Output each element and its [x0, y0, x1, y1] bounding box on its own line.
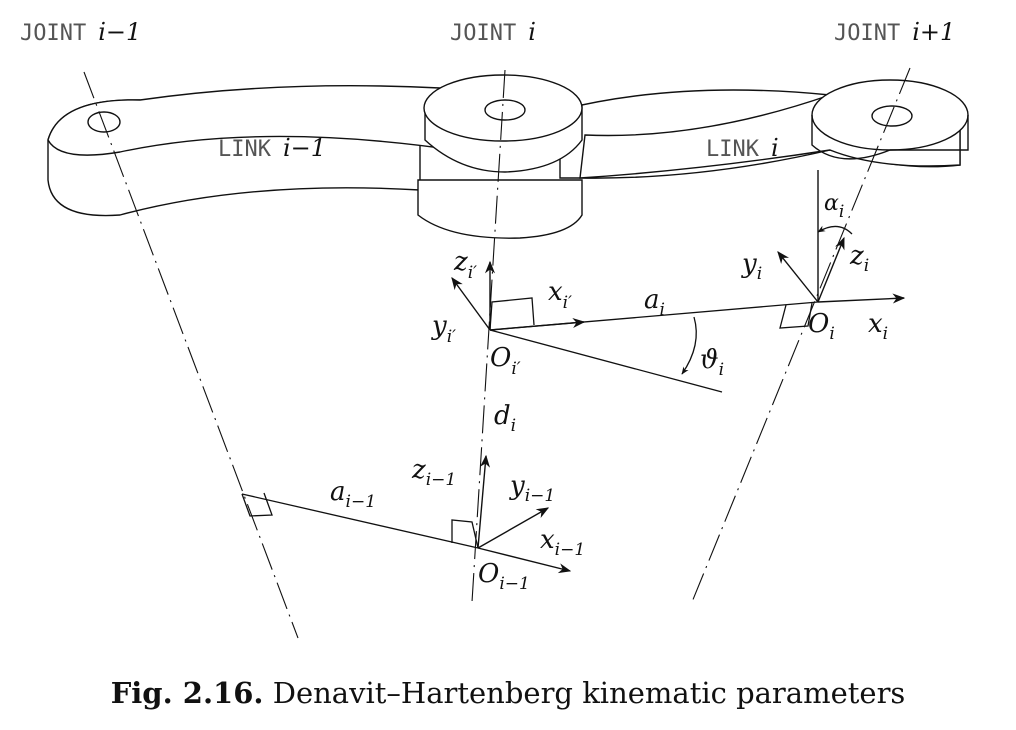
y-i-minus-1-label: yi−1 [509, 471, 555, 506]
o-i-prime-label: Oi′ [490, 343, 521, 379]
joint-i-minus-1-hole [88, 112, 120, 132]
link-i-minus-1-body [48, 86, 455, 216]
alpha-i-label: αi [824, 191, 844, 222]
joint-i-axis [472, 70, 505, 602]
a-i-label: ai [644, 285, 665, 320]
z-i-minus-1-axis [478, 454, 491, 548]
link-i-body [560, 80, 968, 178]
y-i-prime-axis [451, 276, 490, 330]
right-angle-o-i-prime [490, 298, 534, 330]
right-angle-o-i [780, 303, 812, 328]
joint-i-minus-1-axis [84, 72, 298, 638]
z-i-prime-label: zi′ [453, 247, 477, 283]
figure-caption: Fig. 2.16. Denavit–Hartenberg kinematic … [0, 676, 1016, 710]
theta-i-arc [682, 317, 696, 375]
z-i-label: zi [849, 241, 869, 276]
joint-i-plus-1-hole [872, 106, 912, 126]
alpha-i-arc [817, 225, 852, 234]
a-i-minus-1-common-normal [242, 494, 478, 548]
y-i-prime-label: yi′ [431, 311, 456, 347]
x-i-minus-1-axis [478, 548, 572, 574]
theta-i-reference-line [490, 330, 722, 392]
frame-arrows [451, 170, 906, 574]
joint-i-hole [485, 100, 525, 120]
joint-i-plus-1-axis [692, 68, 910, 602]
figure-number: Fig. 2.16. [110, 676, 264, 710]
z-i-axis [818, 236, 844, 302]
o-i-minus-1-label: Oi−1 [478, 559, 530, 594]
a-i-minus-1-label: ai−1 [330, 477, 376, 512]
y-i-label: yi [741, 249, 762, 284]
right-angle-left-bottom [242, 493, 272, 516]
y-i-minus-1-axis [478, 507, 550, 548]
y-i-axis [777, 251, 818, 302]
right-angle-o-i-minus-1 [452, 520, 478, 548]
d-i-label: di [494, 401, 516, 436]
x-i-prime-axis [490, 317, 586, 330]
symbol-labels: zi′ xi′ yi′ Oi′ ai ϑi di αi yi zi Oi [330, 191, 888, 594]
joint-axes [84, 68, 910, 638]
z-i-minus-1-label: zi−1 [411, 455, 456, 490]
x-i-label: xi [868, 309, 888, 344]
x-i-axis [818, 293, 906, 304]
figure-caption-text: Denavit–Hartenberg kinematic parameters [272, 676, 906, 710]
theta-i-label: ϑi [700, 345, 724, 380]
o-i-label: Oi [808, 309, 835, 344]
x-i-prime-label: xi′ [548, 277, 572, 313]
joint-i-body [418, 75, 582, 238]
x-i-minus-1-label: xi−1 [540, 525, 585, 560]
